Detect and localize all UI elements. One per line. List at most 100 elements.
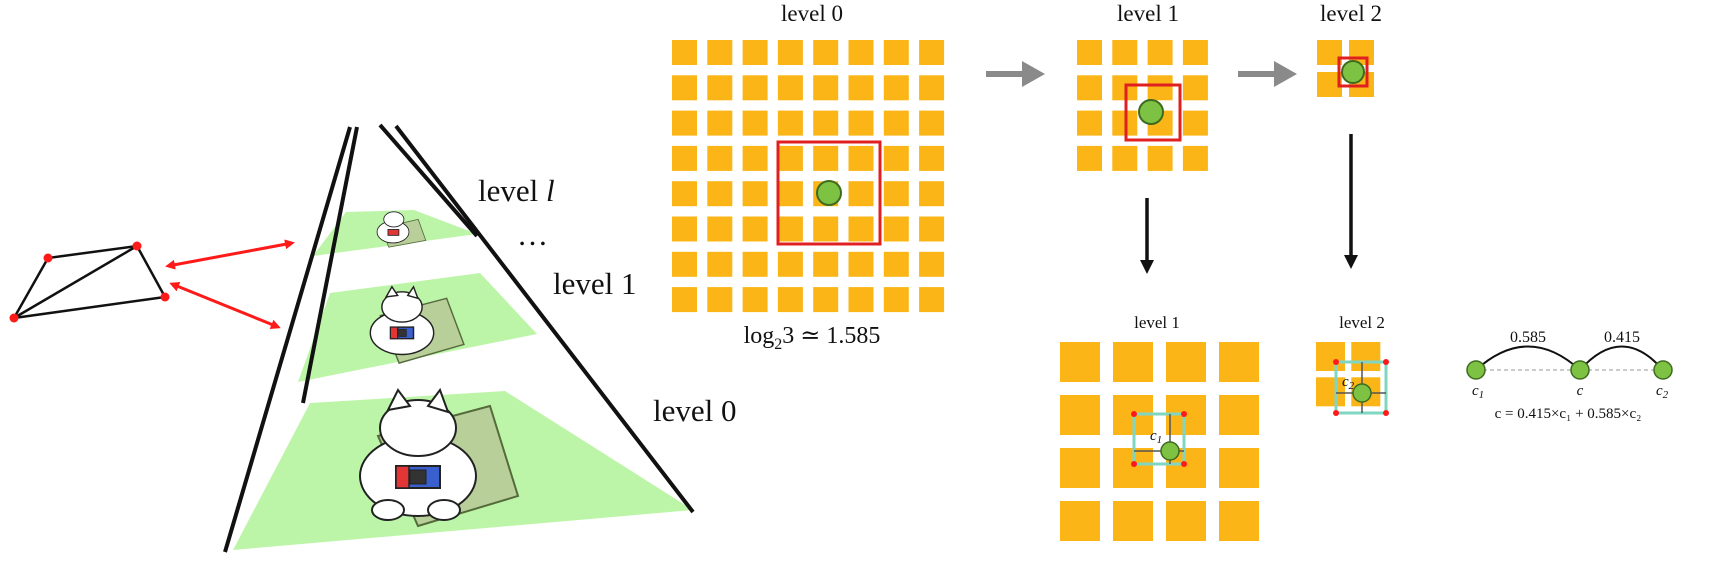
query-point-level-0 [816, 180, 842, 206]
weight-label-left: 0.585 [1510, 329, 1546, 346]
grid-cell [742, 181, 768, 207]
grid-cell [1113, 501, 1153, 541]
grid-cell [707, 216, 733, 242]
weight-label-right: 0.415 [1604, 329, 1640, 346]
lookup-arrows [165, 239, 295, 330]
grid-cell [883, 181, 909, 207]
corner-box-level-2: c2 [1333, 359, 1389, 416]
interp-point-c1 [1466, 360, 1486, 380]
gray-arrow-1 [986, 61, 1045, 87]
grid-cell [707, 287, 733, 313]
grid-level-0 [672, 40, 945, 313]
pyramid-edge-left [223, 126, 352, 553]
grid-cell [777, 251, 803, 277]
grid-cell [848, 251, 874, 277]
grid-cell [777, 40, 803, 65]
query-point-level-2 [1341, 60, 1365, 84]
cat-illustration-level-l [376, 211, 427, 248]
grid-cell [1166, 342, 1206, 382]
pyramid-edge-inner [301, 126, 359, 404]
grid-cell [813, 145, 839, 171]
label-level-0: level 0 [653, 393, 737, 428]
grid-cell [848, 40, 874, 65]
grid-cell [1166, 501, 1206, 541]
grid-cell [1147, 40, 1173, 65]
grid-cell [1219, 395, 1259, 435]
gray-arrow-2 [1238, 61, 1297, 87]
grid-cell [1219, 342, 1259, 382]
lookup-arrow-bottom [169, 281, 281, 330]
corner-label-c2: c2 [1342, 374, 1355, 392]
grid-cell [813, 110, 839, 136]
grid-cell [707, 40, 733, 65]
grid-cell [777, 181, 803, 207]
grid-cell [1060, 501, 1100, 541]
grid-title-level-1: level 1 [1117, 1, 1179, 26]
grid-cell [1316, 342, 1345, 371]
detail-grid-level-1 [1060, 342, 1259, 541]
lookup-arrow-top [165, 239, 295, 270]
grid-cell [848, 75, 874, 101]
grid-cell [919, 181, 945, 207]
corner-vertex [1333, 410, 1339, 416]
grid-cell [848, 287, 874, 313]
grid-cell [707, 181, 733, 207]
interp-arc-left [1475, 345, 1581, 371]
corner-label-c1: c1 [1150, 428, 1162, 446]
grid-cell [813, 40, 839, 65]
label-ellipsis: … [517, 217, 548, 252]
interp-label-c: c [1577, 383, 1584, 399]
grid-cell [883, 110, 909, 136]
grid-cell [707, 75, 733, 101]
grid-cell [919, 110, 945, 136]
grid-cell [1112, 145, 1138, 171]
grid-cell [919, 145, 945, 171]
mesh-vertex [160, 292, 170, 302]
grid-cell [672, 145, 697, 171]
grid-cell [1077, 40, 1102, 65]
grid-cell [883, 40, 909, 65]
grid-cell [883, 251, 909, 277]
grid-cell [707, 110, 733, 136]
grid-cell [919, 251, 945, 277]
interp-label-c2: c2 [1656, 383, 1669, 401]
pyramid-edge-mid [378, 123, 479, 238]
grid-cell [1182, 145, 1208, 171]
cat-illustration-level-0 [359, 387, 520, 528]
cat-illustration-level-1 [369, 285, 465, 364]
grid-cell [919, 216, 945, 242]
grid-cell [883, 145, 909, 171]
grid-cell [1060, 342, 1100, 382]
grid-cell [1351, 342, 1381, 371]
mesh-vertex [132, 241, 142, 251]
grid-cell [1147, 145, 1173, 171]
grid-cell [742, 75, 768, 101]
grid-cell [742, 110, 768, 136]
detail-title-level-2: level 2 [1339, 313, 1385, 332]
grid-cell [883, 287, 909, 313]
grid-cell [1147, 75, 1173, 101]
pyramid-edge-right [394, 124, 695, 514]
detail-title-level-1: level 1 [1134, 313, 1180, 332]
grid-cell [848, 145, 874, 171]
interpolation-diagram: 0.585 0.415 c1 c c2 c = 0.415×c₁ + 0.585… [1466, 329, 1673, 422]
grid-cell [813, 216, 839, 242]
grid-title-level-0: level 0 [781, 1, 843, 26]
grid-cell [1316, 377, 1345, 407]
interp-arc-right [1579, 345, 1664, 371]
grid-cell [777, 75, 803, 101]
grid-cell [672, 40, 697, 65]
interp-label-c1: c1 [1472, 383, 1484, 401]
corner-vertex [1383, 410, 1389, 416]
grid-cell [672, 251, 697, 277]
corner-vertex [1181, 461, 1187, 467]
cell-box-level-2 [1337, 56, 1369, 88]
grid-cell [1182, 40, 1208, 65]
grid-cell [919, 75, 945, 101]
grid-cell [777, 216, 803, 242]
corner-box-level-1: c1 [1131, 411, 1187, 467]
grid-cell [919, 40, 945, 65]
grid-cell [672, 216, 697, 242]
grid-cell [1112, 40, 1138, 65]
